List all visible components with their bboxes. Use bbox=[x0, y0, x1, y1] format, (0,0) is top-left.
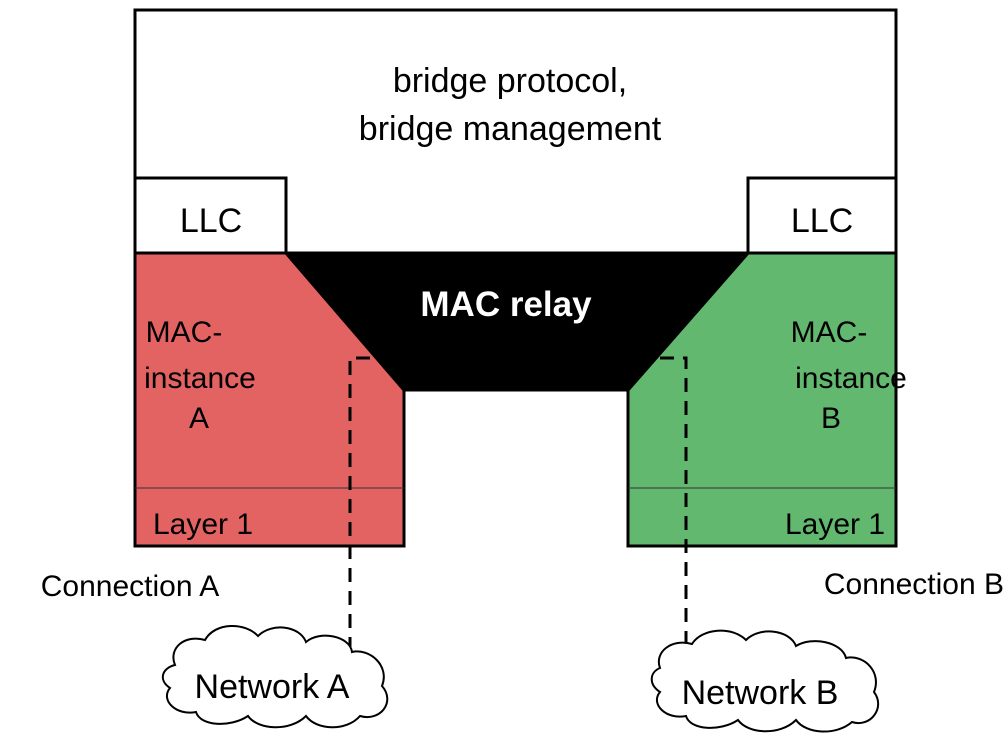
path-a-dashed-arrow bbox=[348, 356, 370, 676]
path-b-dashed-arrow bbox=[660, 356, 698, 686]
network-b-cloud bbox=[650, 629, 880, 733]
network-a-label: Network A bbox=[195, 668, 350, 706]
mac-a-line2: instance bbox=[144, 362, 256, 395]
mac-relay-block bbox=[282, 251, 752, 392]
mac-b-line2: instance bbox=[795, 362, 907, 395]
layer1-left-label: Layer 1 bbox=[153, 508, 253, 541]
llc-left-box bbox=[133, 176, 288, 255]
mac-instance-a-block bbox=[133, 251, 406, 548]
llc-right-label: LLC bbox=[791, 202, 853, 240]
mac-b-line1: MAC- bbox=[791, 316, 868, 349]
top-box-line2: bridge management bbox=[359, 110, 662, 148]
connection-a-label: Connection A bbox=[41, 570, 219, 603]
mac-relay-label: MAC relay bbox=[420, 285, 592, 324]
network-b-label: Network B bbox=[682, 674, 839, 712]
top-box-line1: bridge protocol, bbox=[393, 62, 627, 100]
mac-b-line3: B bbox=[821, 402, 841, 435]
llc-left-label: LLC bbox=[180, 202, 242, 240]
mac-a-line1: MAC- bbox=[146, 316, 223, 349]
network-a-cloud bbox=[161, 624, 389, 729]
layer1-right-label: Layer 1 bbox=[785, 508, 885, 541]
connection-b-label: Connection B bbox=[824, 568, 1004, 601]
mac-a-line3: A bbox=[189, 402, 209, 435]
